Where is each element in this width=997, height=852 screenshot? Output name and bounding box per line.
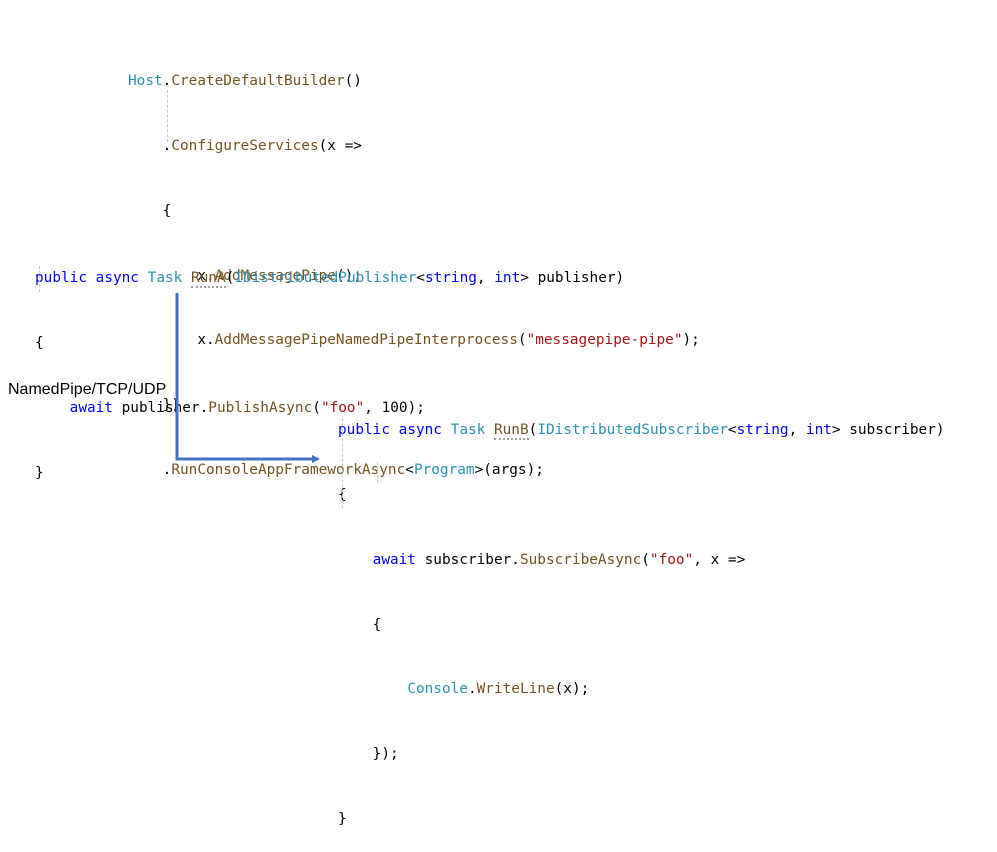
method-token: ConfigureServices xyxy=(171,137,319,154)
code-line: .RunConsoleAppFrameworkAsync<Program>(ar… xyxy=(162,461,544,478)
code-line: { xyxy=(338,486,347,503)
string-token: "foo" xyxy=(649,551,694,568)
type-token: Program xyxy=(413,461,475,478)
code-line: .ConfigureServices(x => xyxy=(162,137,362,154)
code-line: Host.CreateDefaultBuilder() xyxy=(128,73,362,90)
method-token: AddMessagePipeNamedPipeInterprocess xyxy=(214,332,518,349)
keyword-token: public xyxy=(338,422,390,439)
keyword-token: int xyxy=(805,422,832,439)
publisher-code: public async Task RunA(IDistributedPubli… xyxy=(35,225,624,506)
code-line: x.AddMessagePipeNamedPipeInterprocess("m… xyxy=(197,332,700,349)
indent-guide xyxy=(377,462,378,483)
method-token: CreateDefaultBuilder xyxy=(171,73,345,90)
keyword-token: await xyxy=(372,551,416,568)
code-line: } xyxy=(35,464,44,481)
string-token: "foo" xyxy=(320,399,365,416)
transport-arrow xyxy=(175,293,320,463)
indent-guide xyxy=(167,90,168,142)
type-token: IDistributedSubscriber xyxy=(537,422,728,439)
code-line: await publisher.PublishAsync("foo", 100)… xyxy=(69,399,425,416)
type-token: Host xyxy=(128,73,163,90)
method-token: PublishAsync xyxy=(208,399,313,416)
code-line: { xyxy=(372,616,382,633)
string-token: "messagepipe-pipe" xyxy=(526,332,683,349)
code-line: x.AddMessagePipe(); xyxy=(197,267,362,284)
keyword-token: async xyxy=(95,270,139,287)
indent-guide xyxy=(342,418,343,508)
type-token: Console xyxy=(407,681,468,698)
method-name-runa: RunA xyxy=(190,270,226,289)
keyword-token: await xyxy=(69,399,113,416)
type-token: IDistributedPublisher xyxy=(234,270,417,287)
code-line: public async Task RunA(IDistributedPubli… xyxy=(35,270,625,289)
method-token: AddMessagePipe xyxy=(214,267,336,284)
code-line: { xyxy=(35,334,44,351)
code-line: } xyxy=(338,810,347,827)
host-builder-code: Host.CreateDefaultBuilder() .ConfigureSe… xyxy=(128,28,700,503)
indent-guide xyxy=(39,266,40,292)
code-line: await subscriber.SubscribeAsync("foo", x… xyxy=(372,551,746,568)
keyword-token: string xyxy=(424,270,477,287)
keyword-token: async xyxy=(398,422,442,439)
method-token: RunConsoleAppFrameworkAsync xyxy=(171,461,406,478)
type-token: Task xyxy=(147,270,183,287)
code-line: }); xyxy=(372,746,399,763)
keyword-token: public xyxy=(35,270,87,287)
keyword-token: string xyxy=(736,422,789,439)
keyword-token: int xyxy=(494,270,521,287)
method-token: SubscribeAsync xyxy=(519,551,642,568)
method-name-runb: RunB xyxy=(493,422,529,441)
method-token: WriteLine xyxy=(476,681,555,698)
code-line: { xyxy=(162,202,172,219)
subscriber-code: public async Task RunB(IDistributedSubsc… xyxy=(338,377,945,852)
type-token: Task xyxy=(450,422,486,439)
code-line: public async Task RunB(IDistributedSubsc… xyxy=(338,422,945,441)
code-line: Console.WriteLine(x); xyxy=(407,681,590,698)
transport-label: NamedPipe/TCP/UDP xyxy=(8,381,167,398)
